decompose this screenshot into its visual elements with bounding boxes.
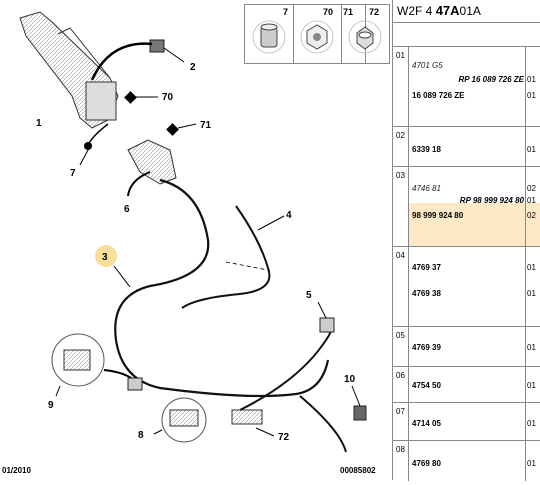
callout-9: 9 (48, 400, 54, 411)
end-fitting-5 (319, 317, 335, 333)
highlight-row (409, 203, 540, 247)
part-group-04[interactable]: 04 4769 37 01 4769 38 01 (393, 246, 540, 327)
callout-5: 5 (306, 290, 312, 301)
exploded-diagram: 1 2 3 4 5 6 7 70 71 8 9 10 72 7 70 71 72… (2, 4, 390, 475)
callout-2: 2 (190, 62, 196, 73)
marker-71-icon (166, 123, 179, 136)
thumb-70[interactable]: 70 (293, 5, 342, 63)
part-group-03[interactable]: 03 4746 81 02 RP 98 999 924 80 01 98 999… (393, 166, 540, 247)
callout-6: 6 (124, 204, 130, 215)
callout-72: 72 (278, 432, 290, 443)
part-group-07[interactable]: 07 4714 05 01 (393, 402, 540, 441)
callout-70: 70 (162, 92, 174, 103)
washer-nut-icon (348, 20, 382, 54)
diagram-svg: 1 2 3 4 5 6 7 70 71 8 9 10 72 (19, 11, 367, 453)
thumb-7[interactable]: 7 (245, 5, 294, 63)
spacer-icon (252, 20, 286, 54)
nut-icon (300, 20, 334, 54)
part-group-01[interactable]: 01 4701 G5 RP 16 089 726 ZE 01 16 089 72… (393, 46, 540, 127)
callout-4: 4 (286, 210, 292, 221)
callout-1: 1 (36, 118, 42, 129)
callout-10: 10 (344, 374, 356, 385)
cable-4 (181, 205, 271, 309)
marker-70-icon (124, 91, 137, 104)
thumbnail-strip: 7 70 71 72 (244, 4, 390, 64)
cable-3 (114, 178, 330, 398)
callout-7: 7 (70, 168, 76, 179)
part-group-02[interactable]: 02 6339 18 01 (393, 126, 540, 167)
part-group-08[interactable]: 08 4769 80 01 (393, 440, 540, 481)
part-group-06[interactable]: 06 4754 50 01 (393, 366, 540, 403)
end-fitting-10 (353, 405, 367, 421)
thumb-72[interactable]: 72 (369, 7, 380, 17)
leader-arc (90, 42, 153, 81)
callout-3-highlight (95, 245, 117, 267)
clip-part (149, 39, 165, 53)
diagram-title: W2F 4 47A01A (393, 0, 540, 23)
bracket-part (127, 139, 177, 185)
footer-code: 00085802 (340, 466, 376, 475)
parts-list: W2F 4 47A01A 01 4701 G5 RP 16 089 726 ZE… (392, 0, 540, 481)
callout-3: 3 (102, 252, 108, 263)
footer-date: 01/2010 (2, 466, 31, 475)
callout-71: 71 (200, 120, 212, 131)
part-group-05[interactable]: 05 4769 39 01 (393, 326, 540, 367)
leader-2 (163, 47, 185, 63)
callout-8: 8 (138, 430, 144, 441)
handbrake-lever (19, 11, 119, 129)
